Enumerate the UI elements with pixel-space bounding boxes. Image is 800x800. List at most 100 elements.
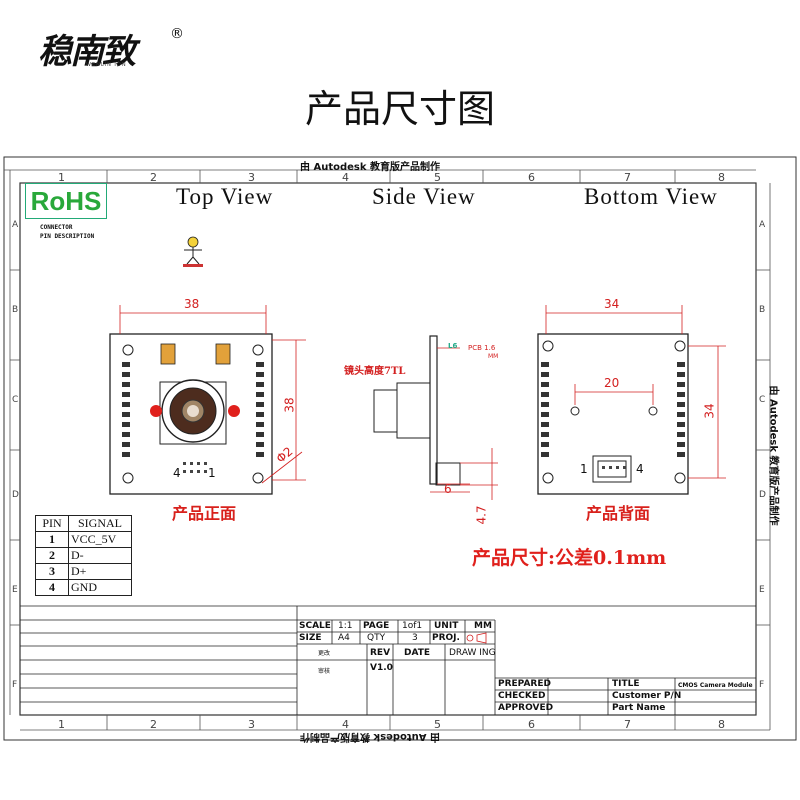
watermark-bottom: 由 Autodesk 教育版产品制作: [300, 731, 441, 742]
bottom-height-dimension: 34: [702, 403, 717, 419]
brand-logo: 稳南致: [38, 32, 136, 72]
stick-figure-icon: [183, 236, 203, 267]
qty-label: QTY: [367, 633, 386, 643]
bottom-pin-right-label: 4: [636, 462, 644, 476]
signal-header: SIGNAL: [68, 515, 132, 532]
grid-col-2: 2: [150, 171, 157, 184]
grid-row-b: B: [12, 305, 19, 315]
grid-row-c-right: C: [759, 395, 766, 405]
grid-col-5-bottom: 5: [434, 718, 441, 731]
pin-number: 1: [35, 531, 69, 548]
checked-label: CHECKED: [498, 691, 546, 701]
brand-logo-subtext: WENLIN ION: [86, 62, 127, 68]
title-label: TITLE: [612, 679, 640, 689]
table-row: 3 D+: [35, 563, 132, 580]
change-label: 更改: [318, 650, 331, 657]
grid-col-5: 5: [434, 171, 441, 184]
grid-row-d-right: D: [759, 490, 766, 500]
grid-col-7-bottom: 7: [624, 718, 631, 731]
l6-label: L6: [448, 342, 458, 350]
grid-col-1: 1: [58, 171, 65, 184]
pin-signal: GND: [68, 579, 132, 596]
pin-number: 3: [35, 563, 69, 580]
qty-value: 3: [412, 633, 418, 643]
top-view-title: Top View: [176, 184, 274, 209]
table-row: 2 D-: [35, 547, 132, 564]
rev-value: V1.0: [370, 663, 393, 673]
scale-value: 1:1: [338, 621, 353, 631]
approved-label: APPROVED: [498, 703, 554, 713]
connector-note-line2: PIN DESCRIPTION: [40, 233, 95, 240]
top-pin-right-label: 1: [208, 466, 216, 480]
grid-col-3: 3: [248, 171, 255, 184]
grid-col-4-bottom: 4: [342, 718, 349, 731]
grid-row-e-right: E: [759, 585, 765, 595]
title-value: CMOS Camera Module: [678, 682, 753, 689]
grid-row-d: D: [12, 490, 19, 500]
page-title: 产品尺寸图: [304, 87, 495, 131]
grid-col-1-bottom: 1: [58, 718, 65, 731]
lens-height-label: 镜头高度7TL: [344, 366, 406, 377]
table-row: 4 GND: [35, 579, 132, 596]
pcb-thickness-label: PCB 1.6: [468, 344, 496, 352]
pcb-thickness-unit: MM: [488, 353, 499, 360]
unit-value: MM: [474, 621, 492, 631]
grid-row-f: F: [12, 680, 18, 690]
side-view-drawing: [373, 335, 498, 500]
grid-col-8: 8: [718, 171, 725, 184]
pin-table: PIN SIGNAL 1 VCC_5V 2 D- 3 D+ 4 GND: [35, 515, 132, 596]
prepared-label: PREPARED: [498, 679, 551, 689]
size-value: A4: [338, 633, 350, 643]
grid-col-4: 4: [342, 171, 349, 184]
pin-signal: D+: [68, 563, 132, 580]
bottom-width-dimension: 34: [604, 297, 620, 311]
grid-col-8-bottom: 8: [718, 718, 725, 731]
page-value: 1of1: [402, 621, 423, 631]
drawing-label: DRAW ING: [449, 648, 496, 658]
grid-col-6-bottom: 6: [528, 718, 535, 731]
size-tolerance-note: 产品尺寸:公差0.1mm: [472, 547, 667, 569]
pin-number: 4: [35, 579, 69, 596]
rev-label: REV: [370, 648, 391, 658]
sign-label: 审核: [318, 668, 331, 675]
pin-signal: VCC_5V: [68, 531, 132, 548]
pin-signal: D-: [68, 547, 132, 564]
grid-col-6: 6: [528, 171, 535, 184]
part-name-label: Part Name: [612, 703, 666, 713]
grid-row-a: A: [12, 220, 19, 230]
title-block-lines: [20, 605, 756, 715]
bottom-hole-span-dimension: 20: [604, 376, 620, 390]
scale-label: SCALE: [299, 621, 331, 631]
date-label: DATE: [404, 648, 431, 658]
pin-table-header: PIN SIGNAL: [35, 515, 132, 532]
customer-pn-label: Customer P/N: [612, 691, 682, 701]
grid-row-f-right: F: [759, 680, 765, 690]
grid-row-b-right: B: [759, 305, 766, 315]
page-label: PAGE: [363, 621, 390, 631]
connector-note-line1: CONNECTOR: [40, 224, 73, 231]
side-dimension-6: 6: [444, 482, 452, 496]
table-row: 1 VCC_5V: [35, 531, 132, 548]
rohs-text: RoHS: [30, 186, 102, 216]
grid-col-3-bottom: 3: [248, 718, 255, 731]
rohs-badge: RoHS: [25, 183, 107, 219]
bottom-view-caption: 产品背面: [586, 504, 651, 523]
top-width-dimension: 38: [184, 297, 200, 311]
watermark-right: 由 Autodesk 教育版产品制作: [767, 385, 779, 526]
unit-label: UNIT: [434, 621, 459, 631]
grid-row-e: E: [12, 585, 18, 595]
top-pin-left-label: 4: [173, 466, 181, 480]
grid-row-c: C: [12, 395, 19, 405]
projection-symbol-icon: [466, 632, 487, 644]
grid-row-a-right: A: [759, 220, 766, 230]
grid-col-2-bottom: 2: [150, 718, 157, 731]
grid-col-7: 7: [624, 171, 631, 184]
side-view-title: Side View: [372, 184, 476, 209]
pin-number: 2: [35, 547, 69, 564]
top-view-board: [109, 305, 306, 495]
side-dimension-4-7: 4.7: [474, 505, 489, 525]
pin-header: PIN: [35, 515, 69, 532]
registered-mark: ®: [170, 26, 184, 42]
top-view-caption: 产品正面: [172, 504, 237, 523]
bottom-view-title: Bottom View: [584, 184, 718, 209]
